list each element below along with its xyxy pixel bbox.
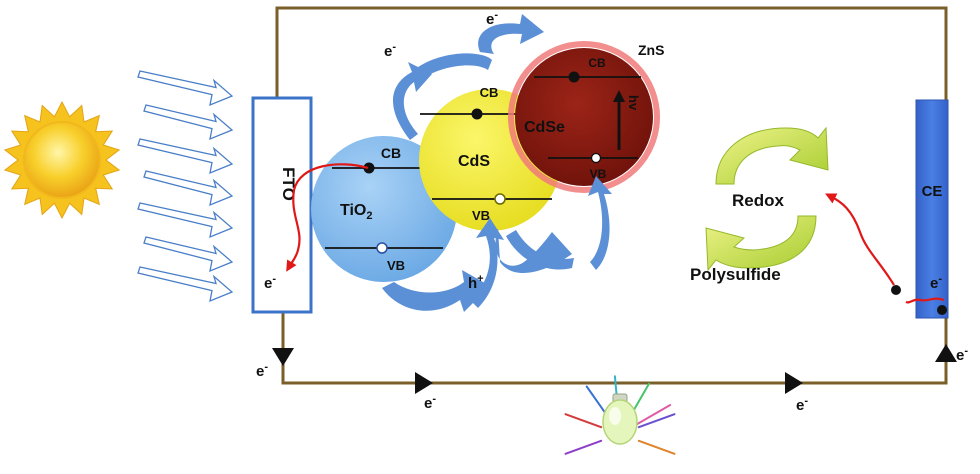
hole-label: h+ (468, 273, 484, 292)
cdse-cb-label: CB (588, 56, 606, 70)
green-arrow (705, 215, 817, 272)
light-ray (637, 413, 676, 429)
light-ray-arrow (137, 70, 234, 107)
hole-dot (590, 152, 602, 164)
electron-dot (471, 108, 483, 120)
hv-label: hv (626, 95, 641, 111)
green-arrow (715, 126, 829, 185)
light-ray-arrow (143, 104, 234, 141)
cdse-label: CdSe (524, 119, 565, 136)
electron-paths (286, 163, 945, 304)
blue-arrow (470, 218, 504, 308)
electron-dot (363, 162, 375, 174)
tio2-label: TiO2 (340, 202, 373, 222)
light-ray-arrow (137, 138, 234, 175)
up-arrow (935, 344, 957, 362)
blue-arrow (588, 176, 612, 270)
redox-label: Redox (732, 191, 785, 210)
charge-transfer-arrows (382, 14, 612, 312)
light-ray-arrow (137, 202, 234, 239)
hole-dot (376, 242, 388, 254)
ce-label: CE (922, 183, 943, 200)
light-ray-arrow (143, 170, 234, 207)
light-ray-arrow (137, 266, 234, 303)
electron-label: e- (424, 393, 436, 412)
light-rays (137, 70, 234, 303)
blue-arrow (414, 53, 492, 80)
electron-dot (568, 71, 580, 83)
light-ray (564, 439, 603, 455)
electron-label: e- (384, 41, 396, 60)
cds-label: CdS (458, 153, 490, 170)
electron-label: e- (796, 395, 808, 414)
right-arrow (785, 372, 803, 394)
polysulfide-label: Polysulfide (690, 265, 781, 284)
electron-labels: e- e- e- e- e- e- e- e- h+ (256, 9, 968, 414)
tio2-vb-label: VB (387, 258, 405, 273)
light-ray (637, 439, 676, 455)
light-ray (636, 404, 672, 425)
redox-cycle: Redox Polysulfide (690, 126, 829, 284)
hole-dot (494, 193, 506, 205)
current-direction-arrows (272, 344, 957, 394)
red-path (286, 163, 369, 272)
light-bulb-icon (564, 375, 676, 455)
electron-dot (891, 285, 901, 295)
right-arrow (415, 372, 433, 394)
light-ray-arrow (143, 236, 234, 273)
electron-label: e- (264, 273, 276, 292)
fto-electrode: FTO (251, 96, 313, 314)
sun-icon (3, 100, 121, 220)
electron-label: e- (930, 273, 942, 292)
blue-arrow (478, 14, 544, 54)
down-arrow (272, 348, 294, 366)
electron-label: e- (256, 361, 268, 380)
electron-label: e- (956, 345, 968, 364)
cdse-zns-particle: CB CdSe hv VB ZnS (508, 41, 664, 193)
cdse-vb-label: VB (590, 167, 607, 181)
zns-label: ZnS (638, 42, 664, 58)
blue-arrow (506, 230, 574, 270)
red-path (905, 297, 945, 304)
tio2-cb-label: CB (381, 145, 401, 161)
electron-dot (937, 305, 947, 315)
blue-arrow (393, 62, 432, 140)
light-ray (564, 413, 603, 429)
electron-label: e- (486, 9, 498, 28)
blue-arrow (382, 270, 490, 312)
ce-electrode: CE (915, 99, 949, 319)
cds-vb-label: VB (472, 208, 490, 223)
red-path (825, 193, 895, 286)
cds-cb-label: CB (480, 85, 499, 100)
